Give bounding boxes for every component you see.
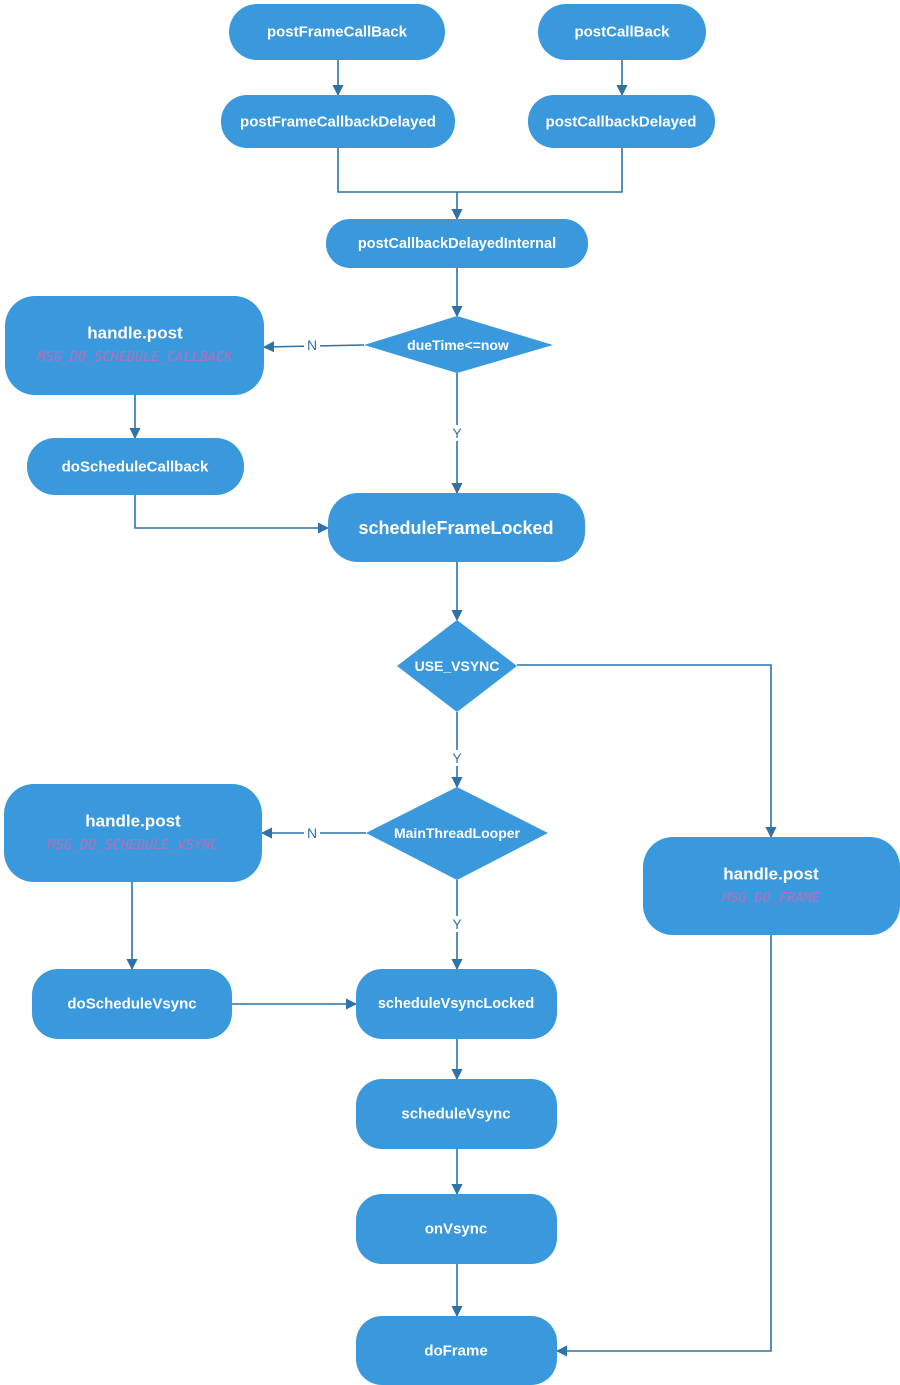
node-handlepost-vsync-label: handle.post (85, 812, 181, 831)
node-scheduleframelocked: scheduleFrameLocked (328, 493, 585, 562)
node-postframecallback: postFrameCallBack (229, 4, 445, 60)
edge-label-usevsync-yes: Y (452, 750, 462, 766)
node-duetime-label: dueTime<=now (407, 337, 509, 353)
node-handlepost-vsync-sub: MSG_DO_SCHEDULE_VSYNC (47, 837, 219, 853)
node-doschedulecallback-label: doScheduleCallback (62, 459, 209, 476)
edge-label-duetime-no: N (307, 337, 317, 353)
node-postframecallbackdelayed: postFrameCallbackDelayed (221, 95, 455, 148)
node-handlepost-callback-label: handle.post (87, 324, 183, 343)
node-handlepost-schedule-vsync: handle.post MSG_DO_SCHEDULE_VSYNC (4, 784, 262, 882)
node-duetime-decision: dueTime<=now (364, 316, 553, 373)
node-onvsync-label: onVsync (425, 1221, 488, 1238)
node-schedulevsynclocked: scheduleVsyncLocked (356, 969, 557, 1039)
node-postcallbackdelayedinternal: postCallbackDelayedInternal (326, 219, 588, 268)
node-schedulevsynclocked-label: scheduleVsyncLocked (378, 996, 534, 1012)
edge-usevsync-no-to-frame (517, 664, 777, 839)
nodes: postFrameCallBack postCallBack postFrame… (4, 4, 900, 1385)
node-onvsync: onVsync (356, 1194, 557, 1264)
node-doframe: doFrame (356, 1316, 557, 1385)
node-usevsync-decision: USE_VSYNC (397, 620, 517, 712)
node-doschedulevsync: doScheduleVsync (32, 969, 232, 1039)
node-postcallback: postCallBack (538, 4, 706, 60)
edge-doschedulecallback-to-framelocked (134, 495, 330, 534)
node-doframe-label: doFrame (424, 1343, 487, 1360)
node-postframecallback-label: postFrameCallBack (267, 24, 408, 41)
node-postcallbackdelayedinternal-label: postCallbackDelayedInternal (358, 236, 556, 252)
edge-labels: N Y Y N Y (304, 337, 465, 932)
node-handlepost-frame-label: handle.post (723, 865, 819, 884)
node-postframecallbackdelayed-label: postFrameCallbackDelayed (240, 114, 436, 131)
node-handlepost-frame-sub: MSG_DO_FRAME (721, 890, 820, 906)
node-schedulevsync: scheduleVsync (356, 1079, 557, 1149)
edge-label-looper-no: N (307, 825, 317, 841)
node-mainthreadlooper-label: MainThreadLooper (394, 825, 521, 841)
edge-label-looper-yes: Y (452, 916, 462, 932)
node-postcallback-label: postCallBack (574, 24, 670, 41)
node-postcallbackdelayed: postCallbackDelayed (528, 95, 715, 148)
node-schedulevsync-label: scheduleVsync (401, 1106, 510, 1123)
node-handlepost-callback-sub: MSG_DO_SCHEDULE_CALLBACK (36, 349, 233, 365)
edge-handlepostframe-to-doframe (555, 935, 772, 1357)
node-usevsync-label: USE_VSYNC (415, 658, 500, 674)
node-scheduleframelocked-label: scheduleFrameLocked (358, 518, 553, 538)
edge-framedelayed-merge (337, 148, 457, 193)
edge-label-duetime-yes: Y (452, 425, 462, 441)
node-mainthreadlooper-decision: MainThreadLooper (366, 787, 548, 880)
node-handlepost-frame: handle.post MSG_DO_FRAME (643, 837, 900, 935)
node-doschedulecallback: doScheduleCallback (27, 438, 244, 495)
node-doschedulevsync-label: doScheduleVsync (67, 996, 196, 1013)
edge-callbackdelayed-merge (457, 148, 623, 193)
node-handlepost-schedule-callback: handle.post MSG_DO_SCHEDULE_CALLBACK (5, 296, 264, 395)
node-postcallbackdelayed-label: postCallbackDelayed (546, 114, 697, 131)
